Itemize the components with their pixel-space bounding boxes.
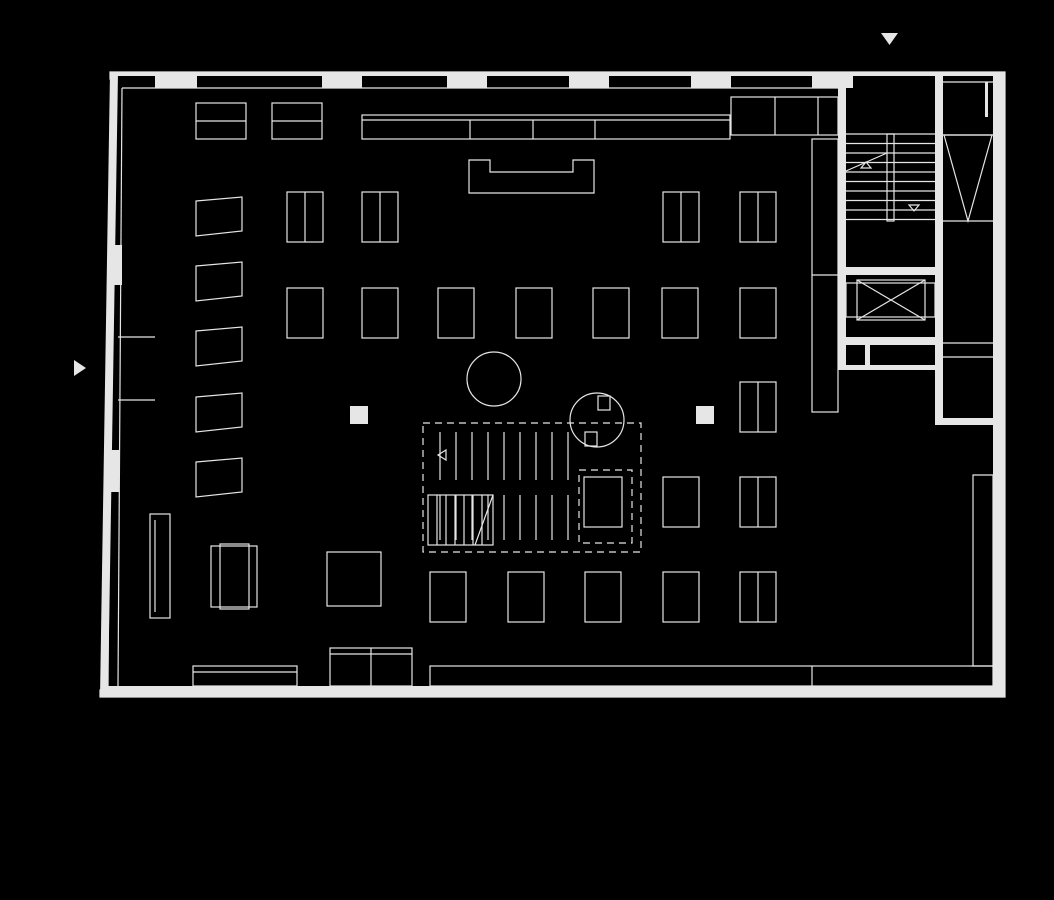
- opening-inner: [578, 469, 633, 544]
- walls: [99, 71, 1006, 698]
- core-wall: [838, 365, 943, 370]
- angled-display: [195, 392, 243, 433]
- window-pier: [691, 76, 731, 88]
- display-table: [515, 287, 553, 339]
- core-wall: [865, 345, 870, 365]
- window-pier: [569, 76, 609, 88]
- triangle-down-icon[interactable]: [881, 33, 898, 45]
- right-wall: [993, 72, 1005, 697]
- bottom-wall: [102, 686, 1005, 697]
- square-table: [326, 551, 382, 607]
- shaft-triangle: [943, 134, 993, 224]
- core-wall: [935, 418, 993, 425]
- down-arrow-icon: [907, 204, 921, 212]
- wall-shelf: [429, 665, 994, 687]
- window-pier: [322, 76, 362, 88]
- bench: [149, 513, 171, 619]
- chair: [597, 395, 611, 411]
- angled-display: [195, 261, 243, 302]
- floor-opening: [422, 422, 642, 553]
- low-counter: [192, 665, 298, 687]
- display-table: [583, 476, 623, 528]
- elevator-car: [856, 279, 926, 321]
- display-table: [662, 571, 700, 623]
- left-wall-inner: [117, 87, 123, 687]
- core-wall: [838, 337, 943, 345]
- display-table: [661, 287, 699, 339]
- window-pier: [155, 76, 197, 88]
- window-pier: [812, 76, 853, 88]
- chair: [584, 431, 598, 447]
- side-shelf: [972, 474, 994, 667]
- core-wall: [838, 267, 943, 275]
- window-pier: [447, 76, 487, 88]
- left-wall: [100, 72, 118, 697]
- stair-elevator-core: [838, 72, 993, 425]
- round-table: [466, 351, 522, 407]
- display-table: [429, 571, 467, 623]
- angled-display: [195, 457, 243, 498]
- column: [350, 406, 368, 424]
- column: [696, 406, 714, 424]
- left-window-pier: [110, 245, 122, 285]
- display-table: [361, 287, 399, 339]
- core-wall: [935, 72, 943, 425]
- stair: [427, 494, 494, 546]
- display-table: [286, 287, 324, 339]
- wall-counter: [361, 114, 731, 140]
- display-table: [507, 571, 545, 623]
- cabinet: [730, 96, 839, 136]
- display-table: [584, 571, 622, 623]
- reception-desk: [468, 159, 595, 194]
- left-window-pier: [107, 450, 119, 492]
- shaft-pipe: [985, 82, 988, 117]
- display-table: [437, 287, 475, 339]
- angled-display: [195, 196, 243, 237]
- display-table: [662, 476, 700, 528]
- top-wall: [110, 72, 1005, 76]
- display-table: [592, 287, 630, 339]
- up-arrow-icon: [859, 161, 873, 169]
- elevator-shaft: [845, 282, 936, 318]
- furniture: [149, 96, 994, 687]
- table: [210, 545, 258, 608]
- round-seating: [569, 392, 625, 448]
- display-table: [739, 287, 777, 339]
- core-wall: [838, 88, 846, 370]
- stair-break: [474, 494, 494, 546]
- triangle-right-icon[interactable]: [74, 360, 86, 376]
- stair-arrow-icon: [436, 448, 447, 462]
- angled-display: [195, 326, 243, 367]
- stair-rail: [886, 133, 895, 222]
- table-top: [219, 543, 250, 610]
- elevator-x: [856, 279, 926, 321]
